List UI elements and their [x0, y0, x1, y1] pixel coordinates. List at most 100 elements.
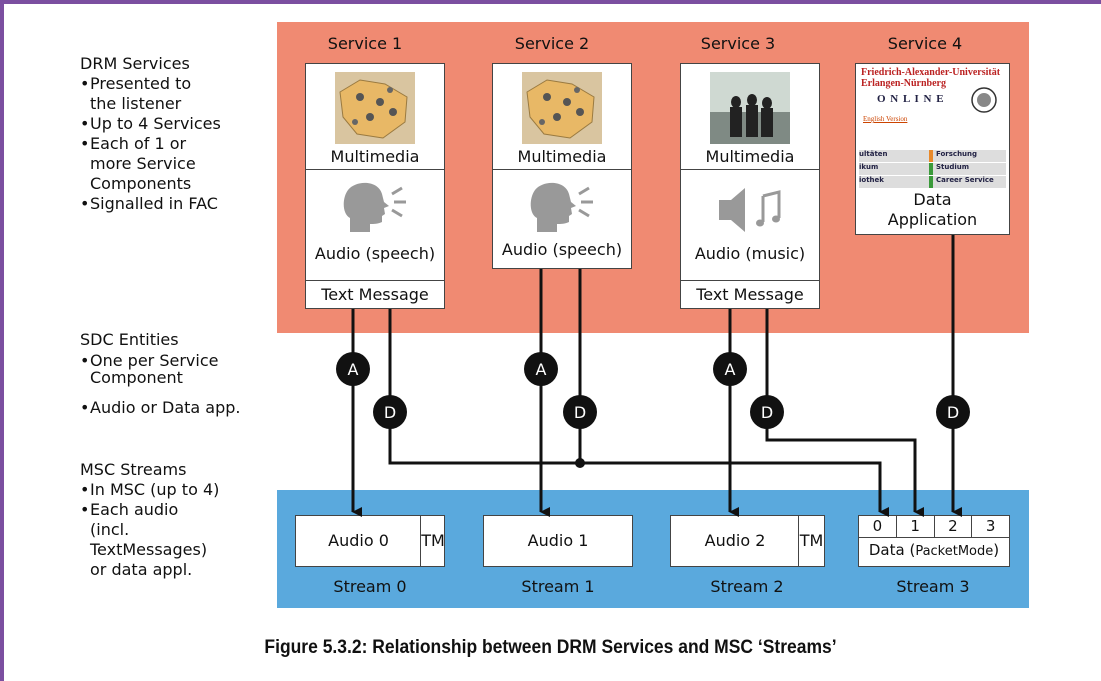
service-title: Service 4 — [887, 34, 963, 53]
text-message-label: Text Message — [321, 285, 429, 304]
msc-note: Each audio (incl. TextMessages) or data … — [80, 500, 207, 580]
menu-item: Career Service — [936, 176, 994, 184]
speaking-head-icon — [343, 182, 406, 232]
service-1-card: Multimedia Audio (speech) Text Message — [305, 63, 445, 309]
drm-note: Presented to the listener — [80, 74, 200, 114]
website-menu-row: ikum Studium — [859, 163, 1006, 175]
msc-note: In MSC (up to 4) — [80, 480, 219, 500]
text-message-label: Text Message — [696, 285, 804, 304]
audio-label: Audio (speech) — [501, 240, 623, 259]
data-badge: D — [563, 395, 597, 429]
stream-1-box: Audio 1 — [483, 515, 633, 567]
tm-divider — [420, 516, 421, 566]
audio-label: Audio (speech) — [314, 244, 436, 263]
service-3-card: Multimedia Audio (music) Text Message — [680, 63, 820, 309]
service-title: Service 2 — [514, 34, 590, 53]
drm-note: Signalled in FAC — [80, 194, 221, 214]
text-message-cell: Text Message — [681, 280, 819, 310]
speaking-head-icon — [530, 182, 593, 232]
weather-map-icon — [522, 72, 602, 144]
svg-text:A: A — [536, 360, 547, 379]
stream-3-box: 0 1 2 3 Data (PacketMode) — [858, 515, 1010, 567]
stream-label: Stream 3 — [896, 577, 970, 596]
audio-stream-label: Audio 2 — [704, 531, 766, 550]
audio-badge: A — [713, 352, 747, 386]
website-menu-row: ultäten Forschung — [859, 150, 1006, 162]
audio-cell: Audio (speech) — [493, 169, 631, 269]
packet-cell: 0 — [859, 516, 897, 537]
data-stream-label: Data (PacketMode) — [868, 541, 1000, 559]
svg-text:D: D — [761, 403, 773, 422]
service-2-card: Multimedia Audio (speech) — [492, 63, 632, 269]
sdc-note: Audio or Data app. — [80, 398, 241, 418]
frame-top-border — [0, 0, 1101, 4]
menu-color-bar — [929, 150, 933, 162]
multimedia-label: Multimedia — [517, 147, 607, 166]
svg-text:D: D — [574, 403, 586, 422]
drm-note: Up to 4 Services — [80, 114, 221, 134]
audio-cell: Audio (speech) — [306, 169, 444, 280]
data-label: Data — [868, 541, 905, 559]
packet-cell: 3 — [985, 517, 996, 535]
packet-cells: 0 1 2 3 — [859, 516, 1009, 538]
audio-stream-label: Audio 1 — [527, 531, 589, 550]
menu-item: iothek — [859, 176, 884, 184]
audio-stream-label: Audio 0 — [328, 531, 389, 550]
data-badge: D — [750, 395, 784, 429]
university-seal-icon — [971, 87, 997, 113]
menu-color-bar — [929, 176, 933, 188]
band-photo-icon — [710, 72, 790, 144]
speaker-music-icon — [719, 188, 781, 232]
stream-2-box: Audio 2 TM — [670, 515, 825, 567]
service-title: Service 1 — [327, 34, 403, 53]
menu-item: ikum — [859, 163, 879, 171]
sdc-entities-notes: SDC Entities One per Service Component A… — [80, 330, 241, 418]
audio-badge: A — [524, 352, 558, 386]
stream-label: Stream 1 — [521, 577, 595, 596]
svg-text:D: D — [384, 403, 396, 422]
menu-item: Forschung — [936, 150, 978, 158]
service-title: Service 3 — [700, 34, 776, 53]
service-4-card: Friedrich-Alexander-Universität Erlangen… — [855, 63, 1010, 235]
menu-color-bar — [929, 163, 933, 175]
website-menu: ultäten Forschung ikum Studium iothek Ca… — [859, 150, 1006, 188]
svg-text:A: A — [348, 360, 359, 379]
tm-label: TM — [421, 531, 445, 550]
multimedia-label: Multimedia — [330, 147, 420, 166]
weather-map-icon — [335, 72, 415, 144]
online-label: O N L I N E — [877, 93, 945, 105]
text-message-cell: Text Message — [306, 280, 444, 310]
tm-label: TM — [799, 531, 824, 550]
frame-left-border — [0, 0, 4, 681]
svg-text:A: A — [725, 360, 736, 379]
audio-badge: A — [336, 352, 370, 386]
university-website-thumbnail: Friedrich-Alexander-Universität Erlangen… — [859, 67, 1006, 188]
menu-item: ultäten — [859, 150, 888, 158]
junction-dot — [575, 458, 585, 468]
msc-streams-title: MSC Streams — [80, 460, 187, 479]
menu-item: Studium — [936, 163, 970, 171]
msc-streams-notes: MSC Streams In MSC (up to 4) Each audio … — [80, 460, 219, 580]
application-label: Application — [887, 210, 978, 229]
data-label: Data — [913, 190, 952, 209]
packet-cell: 1 — [897, 516, 935, 537]
stream-label: Stream 0 — [333, 577, 407, 596]
tm-divider — [798, 516, 799, 566]
data-badge: D — [373, 395, 407, 429]
sdc-note: One per Service Component — [80, 352, 220, 386]
data-connector — [765, 309, 924, 517]
multimedia-label: Multimedia — [705, 147, 795, 166]
drm-services-notes: DRM Services Presented to the listener U… — [80, 54, 221, 214]
university-name-line2: Erlangen-Nürnberg — [861, 78, 946, 89]
stream-label: Stream 2 — [710, 577, 784, 596]
english-version-link: English Version — [863, 115, 908, 123]
drm-services-title: DRM Services — [80, 54, 190, 73]
sdc-entities-title: SDC Entities — [80, 330, 179, 349]
packet-cell: 2 — [935, 516, 973, 537]
packet-mode-label: PacketMode — [915, 544, 994, 559]
svg-text:D: D — [947, 403, 959, 422]
audio-cell: Audio (music) — [681, 169, 819, 280]
drm-note: Each of 1 or more Service Components — [80, 134, 200, 194]
website-menu-row: iothek Career Service — [859, 176, 1006, 188]
